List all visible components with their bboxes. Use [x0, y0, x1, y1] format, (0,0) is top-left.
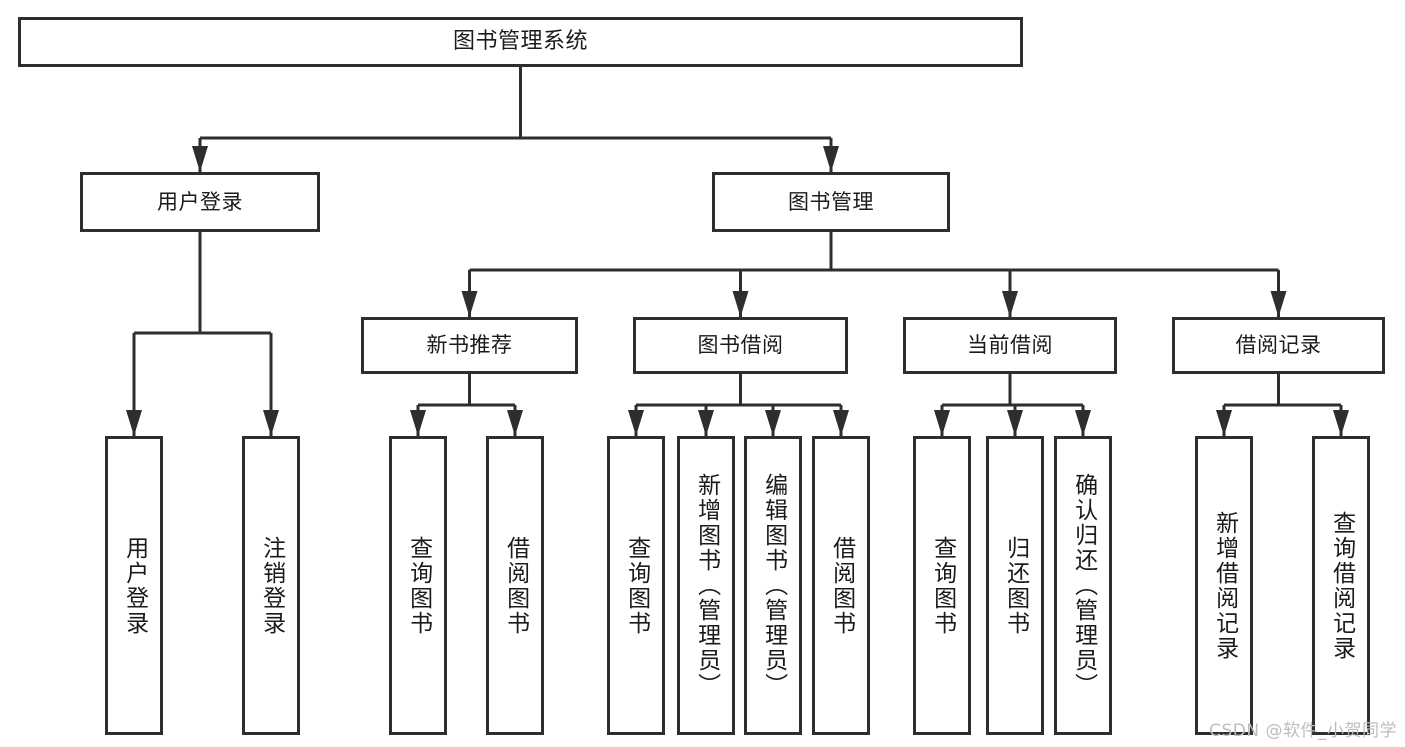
- node-label-leaf10: 归还图书: [1002, 535, 1029, 636]
- node-label-leaf9: 查询图书: [929, 535, 956, 636]
- node-label-borrow: 图书借阅: [697, 333, 784, 358]
- node-box-leaf3[interactable]: 查询图书: [389, 436, 447, 735]
- node-box-login[interactable]: 用户登录: [80, 172, 320, 232]
- node-box-newbook[interactable]: 新书推荐: [361, 317, 578, 374]
- node-label-leaf6: 新增图书（管理员）: [693, 473, 720, 698]
- node-label-leaf7: 编辑图书（管理员）: [760, 473, 787, 698]
- node-box-leaf1[interactable]: 用户登录: [105, 436, 163, 735]
- node-box-leaf9[interactable]: 查询图书: [913, 436, 971, 735]
- node-label-leaf8: 借阅图书: [828, 535, 855, 636]
- node-box-root[interactable]: 图书管理系统: [18, 17, 1023, 67]
- node-box-leaf13[interactable]: 查询借阅记录: [1312, 436, 1370, 735]
- node-box-leaf8[interactable]: 借阅图书: [812, 436, 870, 735]
- node-box-leaf12[interactable]: 新增借阅记录: [1195, 436, 1253, 735]
- node-label-login: 用户登录: [157, 189, 243, 214]
- node-box-leaf5[interactable]: 查询图书: [607, 436, 665, 735]
- node-label-leaf4: 借阅图书: [502, 535, 529, 636]
- node-box-borrow[interactable]: 图书借阅: [633, 317, 848, 374]
- node-box-leaf4[interactable]: 借阅图书: [486, 436, 544, 735]
- node-box-bookmgmt[interactable]: 图书管理: [712, 172, 950, 232]
- node-box-leaf2[interactable]: 注销登录: [242, 436, 300, 735]
- node-label-leaf3: 查询图书: [405, 535, 432, 636]
- node-box-current[interactable]: 当前借阅: [903, 317, 1117, 374]
- node-box-leaf7[interactable]: 编辑图书（管理员）: [744, 436, 802, 735]
- node-label-records: 借阅记录: [1235, 333, 1322, 358]
- node-label-bookmgmt: 图书管理: [788, 189, 874, 214]
- node-label-newbook: 新书推荐: [426, 333, 513, 358]
- node-box-leaf6[interactable]: 新增图书（管理员）: [677, 436, 735, 735]
- watermark-text: CSDN @软件_小贺同学: [1209, 721, 1397, 741]
- node-label-leaf12: 新增借阅记录: [1211, 510, 1238, 661]
- node-label-root: 图书管理系统: [452, 29, 588, 55]
- node-label-leaf1: 用户登录: [121, 535, 148, 636]
- node-label-leaf13: 查询借阅记录: [1328, 510, 1355, 661]
- node-label-leaf2: 注销登录: [258, 535, 285, 636]
- node-label-current: 当前借阅: [967, 333, 1053, 358]
- node-label-leaf5: 查询图书: [623, 535, 650, 636]
- node-label-leaf11: 确认归还（管理员）: [1070, 473, 1097, 698]
- node-box-leaf11[interactable]: 确认归还（管理员）: [1054, 436, 1112, 735]
- node-box-records[interactable]: 借阅记录: [1172, 317, 1385, 374]
- node-box-leaf10[interactable]: 归还图书: [986, 436, 1044, 735]
